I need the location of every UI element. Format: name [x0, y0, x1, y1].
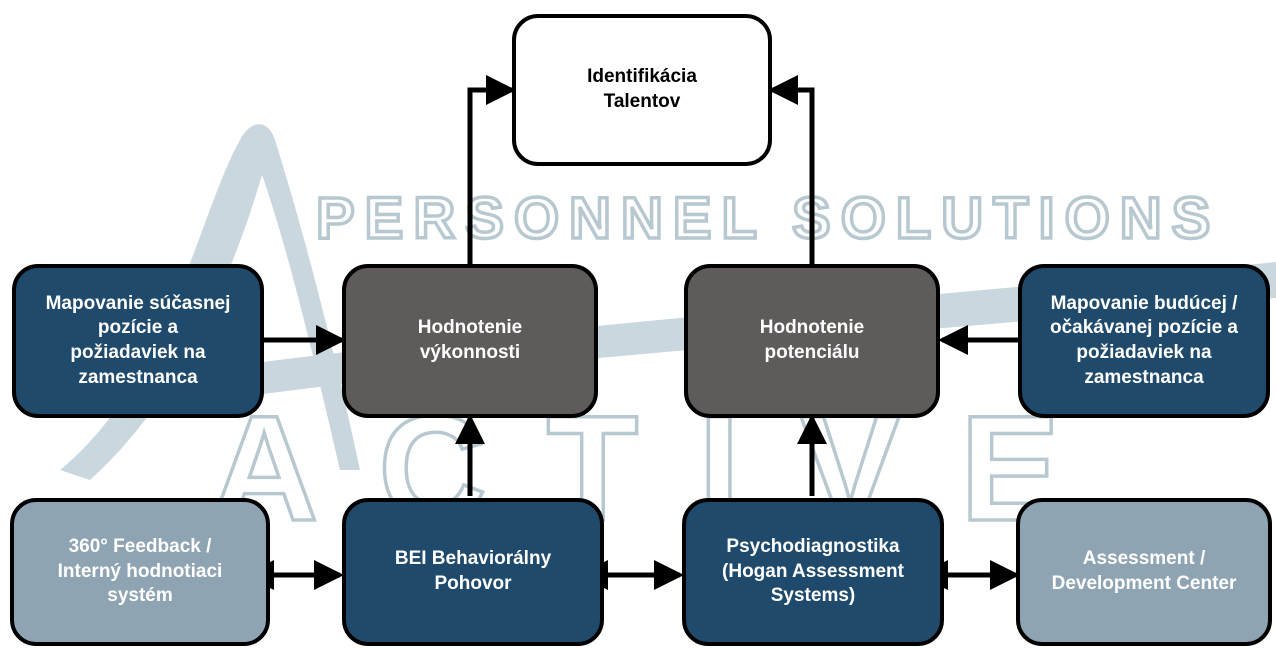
arrow-performance-to-identification	[467, 75, 517, 265]
node-hodnotenie-potencialu-label: Hodnotenie potenciálu	[759, 317, 865, 363]
node-psychodiagnostika: Psychodiagnostika (Hogan Assessment Syst…	[682, 498, 944, 646]
node-psychodiagnostika-label: Psychodiagnostika (Hogan Assessment Syst…	[722, 535, 904, 607]
watermark-text-personnel: PERSONNEL SOLUTIONS	[316, 186, 1220, 251]
node-360-feedback-label: 360° Feedback / Interný hodnotiaci systé…	[57, 535, 223, 607]
node-identifikacia-talentov-label: Identifikácia Talentov	[587, 66, 697, 112]
node-hodnotenie-vykonnosti-label: Hodnotenie výkonnosti	[417, 317, 523, 363]
node-mapovanie-sucasnej-pozicie-label: Mapovanie súčasnej pozície a požiadaviek…	[45, 292, 231, 388]
node-hodnotenie-vykonnosti: Hodnotenie výkonnosti	[342, 264, 598, 418]
node-assessment-development-center: Assessment / Development Center	[1016, 498, 1272, 646]
node-hodnotenie-potencialu: Hodnotenie potenciálu	[684, 264, 940, 418]
node-mapovanie-sucasnej-pozicie: Mapovanie súčasnej pozície a požiadaviek…	[12, 264, 264, 418]
node-assessment-development-center-label: Assessment / Development Center	[1051, 548, 1237, 594]
node-bei-behavioralny-pohovor-label: BEI Behaviorálny Pohovor	[394, 548, 552, 594]
node-bei-behavioralny-pohovor: BEI Behaviorálny Pohovor	[342, 498, 604, 646]
node-mapovanie-buducej-pozicie: Mapovanie budúcej / očakávanej pozície a…	[1018, 264, 1270, 418]
node-identifikacia-talentov: Identifikácia Talentov	[512, 14, 772, 166]
arrow-potential-to-identification	[767, 75, 815, 265]
node-360-feedback: 360° Feedback / Interný hodnotiaci systé…	[10, 498, 270, 646]
node-mapovanie-buducej-pozicie-label: Mapovanie budúcej / očakávanej pozície a…	[1050, 292, 1238, 388]
